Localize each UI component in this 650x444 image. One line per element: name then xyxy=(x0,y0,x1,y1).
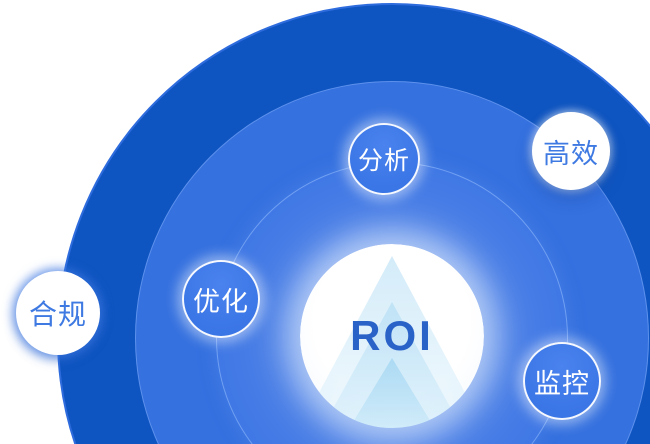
badge-compliance: 合规 xyxy=(16,271,100,355)
badge-label: 分析 xyxy=(357,147,410,175)
badge-label: 优化 xyxy=(193,286,249,317)
badge-label: 合规 xyxy=(28,299,87,330)
badge-efficiency: 高效 xyxy=(532,112,610,190)
roi-center-circle: ROI xyxy=(300,244,484,428)
badge-label: 监控 xyxy=(534,368,590,399)
badge-optimization: 优化 xyxy=(182,260,260,338)
badge-analysis: 分析 xyxy=(348,123,420,195)
roi-label: ROI xyxy=(350,312,434,359)
mountain-arrow-icon xyxy=(300,244,484,428)
badge-label: 高效 xyxy=(543,138,599,169)
badge-monitoring: 监控 xyxy=(523,342,601,420)
